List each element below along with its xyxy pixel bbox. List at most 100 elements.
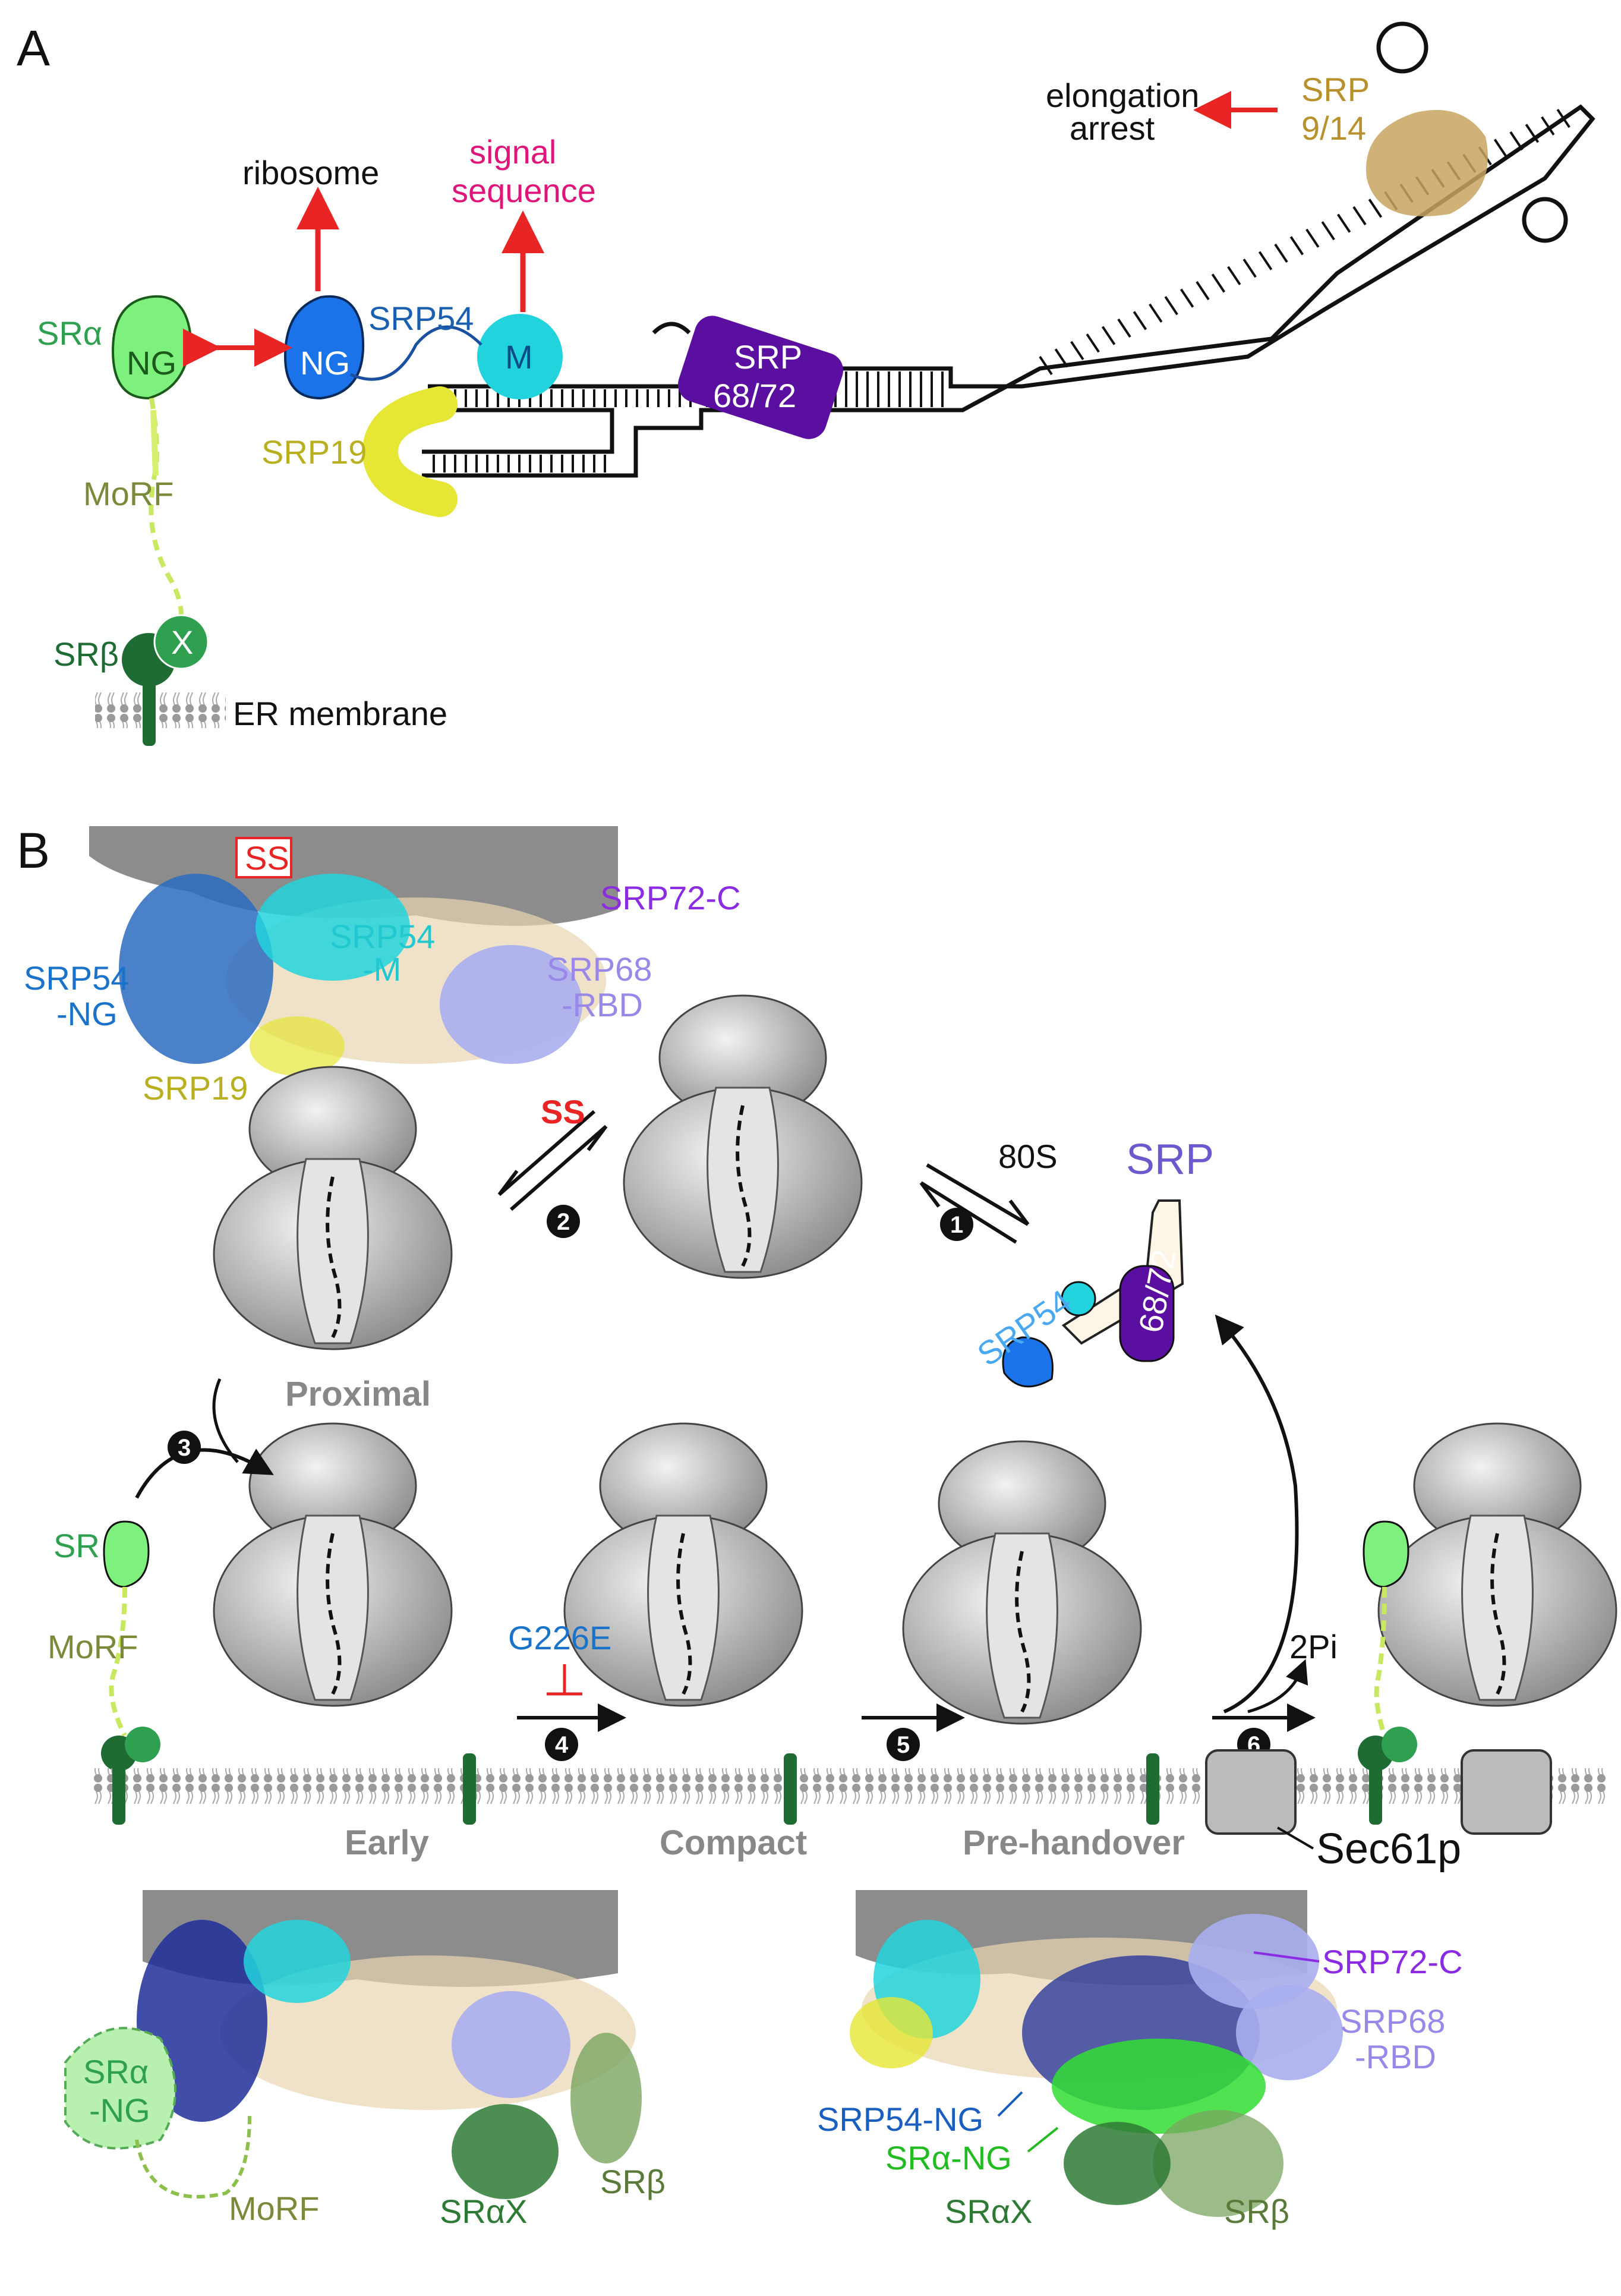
sralpha-ng-label-2: -NG [89,2092,150,2129]
rna-rung [1196,281,1210,301]
rna-rung [1242,259,1257,278]
rna-rung [1368,199,1383,218]
signal-label-2: sequence [452,172,596,209]
return-arrow [1215,1314,1299,1714]
srp68rbd-right-label-2: -RBD [1355,2038,1436,2075]
rna-rung [1274,243,1288,263]
compact-label: Compact [660,1823,807,1862]
srp914-label-1: SRP [1301,71,1370,108]
srp19-label: SRP19 [261,433,367,471]
rna-rung [1227,266,1241,285]
equilibrium-1 [919,1163,1030,1244]
srp54-linker [350,325,482,381]
sralphax-left-label: SRαX [440,2193,528,2230]
structure-top-left [89,826,618,1076]
srp54ng-right-label: SRP54-NG [817,2100,983,2138]
rna-rung [1556,109,1570,128]
srp6872-label-1: SRP [734,338,802,376]
srp54-label: SRP54 [368,300,474,337]
rna-rung [1070,341,1084,360]
srbeta-tm [143,678,156,746]
sralpha-label: SRα [37,314,102,352]
s80-label: 80S [998,1138,1058,1175]
sec61-leader [1276,1826,1314,1850]
pi-arrow [1247,1659,1308,1714]
srp72c-top-label: SRP72-C [600,879,741,916]
srp914-blob [1366,110,1488,216]
srp68rbd-label-2: -RBD [562,986,643,1023]
x-domain-label: X [171,623,193,661]
morf-linker [149,398,184,644]
sr-left-linker [109,1586,127,1737]
srp6872-label-2: 68/72 [713,377,796,414]
ss-box-label: SS [245,839,289,877]
srp-free-6872-label: 68/72 [1131,1247,1182,1336]
srp68rbd-right-label-1: SRP68 [1340,2002,1445,2040]
ribo-sec61 [1377,1422,1617,1707]
step2-num: 2 [557,1209,570,1235]
srp54ng-right-leader [997,2091,1023,2117]
step1-badge [940,1208,973,1241]
sralpha-ng-label: NG [127,344,176,382]
step3-num: 3 [178,1435,191,1461]
elongation-label-1: elongation [1046,77,1199,114]
srp68rbd-label-1: SRP68 [547,950,652,988]
equilibrium-2 [497,1110,608,1211]
srp72c-right-leader [1253,1951,1320,1963]
step1-num: 1 [950,1212,963,1238]
srp914-label-2: 9/14 [1301,109,1366,147]
m-domain-circle [477,314,563,399]
step5-num: 5 [897,1732,910,1758]
er-membrane-a [95,692,226,728]
step5-badge [887,1728,920,1761]
rna-rung [1039,355,1053,376]
step4-num: 4 [555,1732,569,1758]
rna-rung [1086,333,1100,353]
prehandover-label: Pre-handover [963,1823,1185,1862]
rna-rung [1509,131,1524,151]
rna-rung [1164,296,1178,316]
panel-b-label: B [17,823,50,878]
er-membrane-label: ER membrane [233,695,447,732]
rna-rung [1211,273,1226,293]
srp-free-label: SRP [1126,1136,1214,1183]
tm-sr-left [112,1753,125,1825]
tm-sr-right [1369,1753,1382,1825]
rna-rung [1525,124,1540,143]
ribo-prehandover [902,1440,1142,1725]
rna-rung [1054,348,1069,368]
step3-badge [168,1431,201,1464]
rna-rung [1352,206,1367,226]
srp19-shape [362,386,458,517]
morf-bottom-label: MoRF [229,2190,319,2227]
ss-red-label: SS [541,1093,585,1130]
g226e-label: G226E [508,1619,611,1656]
srbeta-label: SRβ [53,635,119,673]
srp6872-box [677,316,844,439]
sralphax-right-label: SRαX [945,2193,1033,2230]
ribo-early [213,1422,453,1707]
sr-left-ng [103,1520,150,1588]
srp54ng-label-1: SRP54 [24,959,129,997]
sralphang-right-leader [1027,2127,1059,2153]
panel-a-label: A [17,20,50,76]
sralpha-ng-label-1: SRα [83,2053,149,2090]
srp54ng-label-2: -NG [56,995,118,1032]
morf-label-a: MoRF [83,475,174,512]
step3-arrow [135,1448,274,1499]
tm-compact [784,1753,797,1825]
sr-left-x [125,1727,160,1762]
srp-free-ng [1002,1336,1054,1388]
signal-label-1: signal [469,133,556,171]
morf-label-b: MoRF [48,1628,138,1665]
structure-bottom-right [850,1890,1343,2217]
srp-rna-schematic [422,104,1595,478]
srp54m-label-1: SRP54 [330,918,435,955]
rna-rung [1336,213,1351,233]
sr-right-ng [1363,1520,1409,1588]
early-label: Early [345,1823,429,1862]
rna-rung [1289,236,1304,256]
ribosome-label: ribosome [242,154,379,191]
srp54-ng-label: NG [300,344,350,382]
